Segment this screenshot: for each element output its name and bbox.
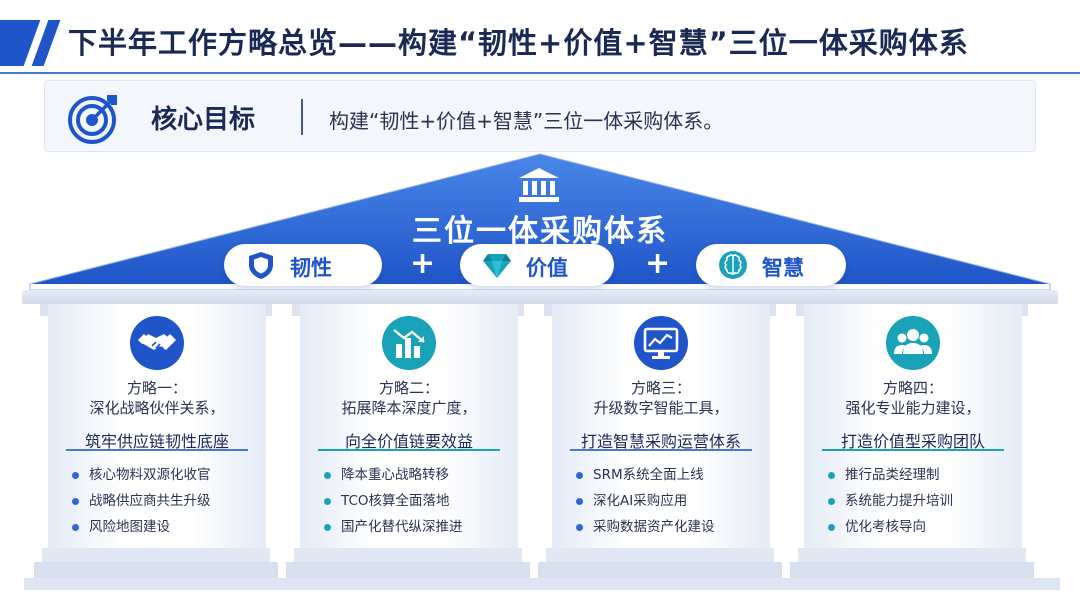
plus-sign: + (410, 246, 436, 281)
monitor-chart-icon (634, 316, 688, 370)
list-item: 国产化替代纵深推进 (324, 514, 463, 540)
column-plinth (286, 562, 530, 578)
pill-label: 价值 (526, 256, 568, 280)
strategy-number: 方略四： (882, 379, 943, 397)
strategy-column-2: 方略二： 拓展降本深度广度， 向全价值链要效益 降本重心战略转移 TCO核算全面… (300, 304, 518, 548)
roof-beam (22, 290, 1058, 304)
pill-label: 韧性 (290, 256, 332, 280)
target-icon (68, 95, 117, 144)
shield-icon (249, 252, 273, 279)
strategy-focus: 打造智慧采购运营体系 (580, 432, 741, 451)
team-icon (886, 316, 940, 370)
column-base (546, 548, 774, 562)
strategy-item-list: SRM系统全面上线 深化AI采购应用 采购数据资产化建设 (576, 462, 715, 540)
list-item: TCO核算全面落地 (324, 488, 463, 514)
strategy-focus: 筑牢供应链韧性底座 (84, 432, 229, 451)
list-item: 风险地图建设 (72, 514, 211, 540)
strategy-subtitle: 升级数字智能工具， (593, 399, 729, 417)
column-plinth (790, 562, 1034, 578)
pill-wisdom: 智慧 (696, 244, 846, 286)
goal-divider (301, 99, 303, 135)
strategy-item-list: 推行品类经理制 系统能力提升培训 优化考核导向 (828, 462, 953, 540)
strategy-heading: 方略四： 强化专业能力建设， (804, 378, 1022, 418)
brain-icon (719, 251, 747, 279)
strategy-column-1: 方略一： 深化战略伙伴关系， 筑牢供应链韧性底座 核心物料双源化收官 战略供应商… (48, 304, 266, 548)
temple-floor (24, 578, 1060, 590)
strategy-number: 方略三： (630, 379, 691, 397)
list-item: 降本重心战略转移 (324, 462, 463, 488)
list-item: 战略供应商共生升级 (72, 488, 211, 514)
title-underline (0, 72, 1080, 74)
strategy-heading: 方略一： 深化战略伙伴关系， (48, 378, 266, 418)
strategy-subtitle: 深化战略伙伴关系， (89, 399, 225, 417)
column-plinth (538, 562, 782, 578)
bar-chart-icon (382, 316, 436, 370)
handshake-icon (130, 316, 184, 370)
strategy-number: 方略二： (378, 379, 439, 397)
title-bar: 下半年工作方略总览——构建“韧性+价值+智慧”三位一体采购体系 (0, 8, 1080, 74)
strategy-item-list: 降本重心战略转移 TCO核算全面落地 国产化替代纵深推进 (324, 462, 463, 540)
list-item: SRM系统全面上线 (576, 462, 715, 488)
core-goal-panel: 核心目标 构建“韧性+价值+智慧”三位一体采购体系。 (44, 80, 1036, 152)
page-title: 下半年工作方略总览——构建“韧性+价值+智慧”三位一体采购体系 (68, 26, 969, 60)
focus-underline (66, 449, 248, 451)
strategy-item-list: 核心物料双源化收官 战略供应商共生升级 风险地图建设 (72, 462, 211, 540)
strategy-heading: 方略二： 拓展降本深度广度， (300, 378, 518, 418)
strategy-focus: 向全价值链要效益 (344, 432, 473, 451)
list-item: 采购数据资产化建设 (576, 514, 715, 540)
temple-icon (519, 168, 559, 202)
focus-underline (822, 449, 1004, 451)
core-goal-label: 核心目标 (151, 105, 256, 135)
list-item: 系统能力提升培训 (828, 488, 953, 514)
strategy-subtitle: 拓展降本深度广度， (341, 399, 477, 417)
column-base (798, 548, 1026, 562)
core-goal-text: 构建“韧性+价值+智慧”三位一体采购体系。 (329, 109, 724, 133)
pill-label: 智慧 (762, 256, 804, 280)
strategy-heading: 方略三： 升级数字智能工具， (552, 378, 770, 418)
column-base (42, 548, 270, 562)
plus-sign: + (645, 246, 671, 281)
pill-value: 价值 (460, 244, 614, 286)
strategy-subtitle: 强化专业能力建设， (845, 399, 981, 417)
list-item: 深化AI采购应用 (576, 488, 715, 514)
strategy-column-3: 方略三： 升级数字智能工具， 打造智慧采购运营体系 SRM系统全面上线 深化AI… (552, 304, 770, 548)
strategy-number: 方略一： (126, 379, 187, 397)
list-item: 推行品类经理制 (828, 462, 953, 488)
list-item: 核心物料双源化收官 (72, 462, 211, 488)
diamond-icon (483, 254, 511, 278)
column-plinth (34, 562, 278, 578)
list-item: 优化考核导向 (828, 514, 953, 540)
strategy-column-4: 方略四： 强化专业能力建设， 打造价值型采购团队 推行品类经理制 系统能力提升培… (804, 304, 1022, 548)
column-base (294, 548, 522, 562)
focus-underline (570, 449, 752, 451)
focus-underline (318, 449, 500, 451)
pill-resilience: 韧性 (224, 244, 382, 286)
system-title: 三位一体采购体系 (412, 214, 668, 249)
strategy-focus: 打造价值型采购团队 (840, 432, 985, 451)
